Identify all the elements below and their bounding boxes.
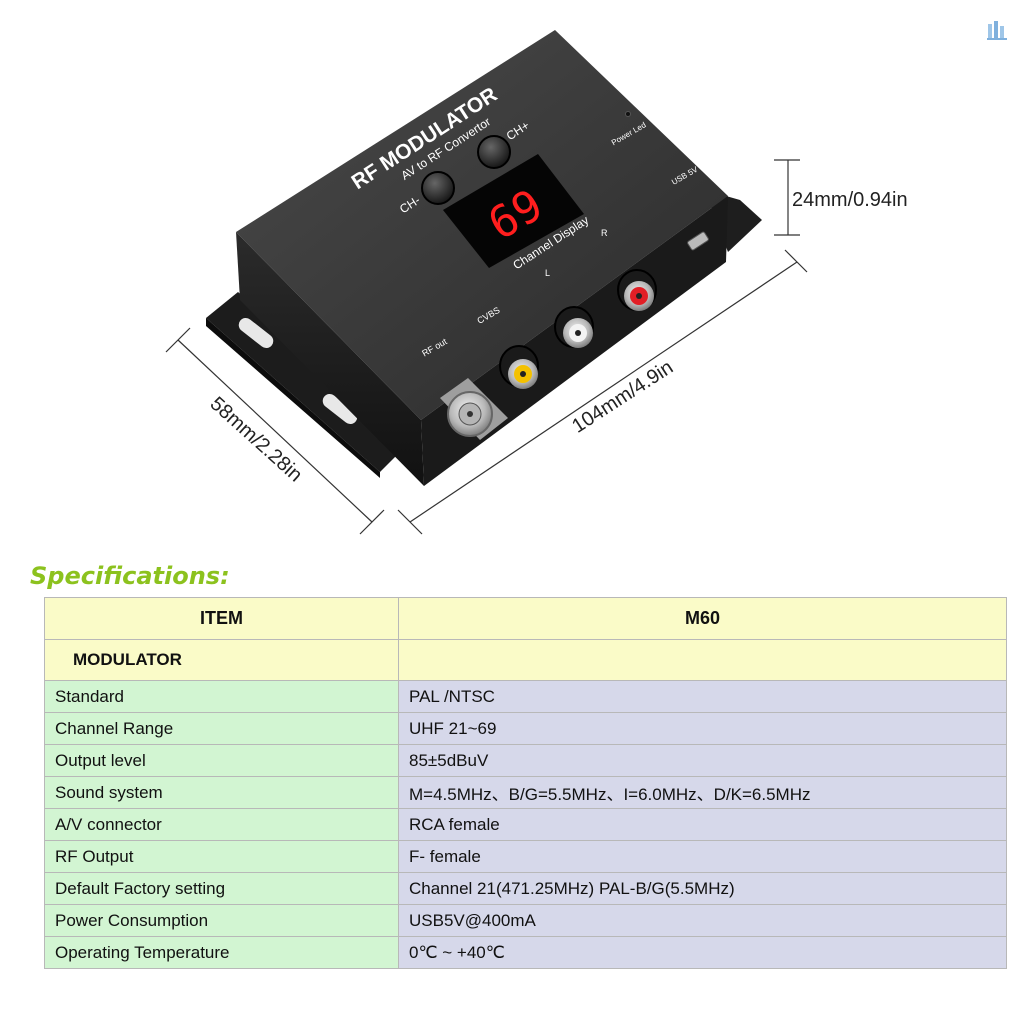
spec-value-cell: 85±5dBuV bbox=[398, 744, 1007, 777]
section-empty-cell bbox=[398, 639, 1007, 681]
spec-item-cell: Power Consumption bbox=[44, 904, 399, 937]
spec-value-cell: PAL /NTSC bbox=[398, 680, 1007, 713]
spec-header-row: ITEM M60 bbox=[44, 597, 1007, 640]
spec-value-cell: RCA female bbox=[398, 808, 1007, 841]
channel-display bbox=[443, 154, 584, 268]
spec-item-cell: Output level bbox=[44, 744, 399, 777]
spec-item-cell: Sound system bbox=[44, 776, 399, 809]
spec-value-cell: Channel 21(471.25MHz) PAL-B/G(5.5MHz) bbox=[398, 872, 1007, 905]
spec-item-cell: Operating Temperature bbox=[44, 936, 399, 969]
port-r-label: R bbox=[601, 228, 608, 238]
rf-out-f-connector[interactable] bbox=[440, 378, 508, 440]
rca-left-connector[interactable] bbox=[554, 306, 594, 348]
watermark-logo-icon bbox=[987, 21, 1007, 40]
usb-port[interactable] bbox=[687, 231, 709, 251]
rca-cvbs-connector[interactable] bbox=[499, 345, 539, 389]
dimension-height bbox=[774, 159, 800, 236]
dimension-width bbox=[165, 327, 385, 535]
col-model-header: M60 bbox=[398, 597, 1007, 640]
spec-item-cell: RF Output bbox=[44, 840, 399, 873]
rca-right-connector[interactable] bbox=[617, 269, 657, 311]
dimension-length-label: 104mm/4.9in bbox=[568, 356, 677, 437]
spec-item-cell: Standard bbox=[44, 680, 399, 713]
spec-value-cell: F- female bbox=[398, 840, 1007, 873]
spec-item-cell: Default Factory setting bbox=[44, 872, 399, 905]
power-led bbox=[625, 111, 631, 117]
spec-value-cell: UHF 21~69 bbox=[398, 712, 1007, 745]
dimension-width-label: 58mm/2.28in bbox=[206, 393, 307, 487]
dimension-length bbox=[397, 249, 808, 535]
spec-value-cell: 0℃ ~ +40℃ bbox=[398, 936, 1007, 969]
ch-plus-button[interactable] bbox=[477, 135, 511, 169]
mounting-flange-left bbox=[206, 292, 412, 478]
spec-value-cell: USB5V@400mA bbox=[398, 904, 1007, 937]
specifications-heading: Specifications: bbox=[30, 562, 230, 590]
ch-minus-button[interactable] bbox=[421, 171, 455, 205]
spec-section-row: MODULATOR bbox=[44, 639, 1007, 681]
product-figure: RF MODULATOR AV to RF Convertor CH- CH+ … bbox=[165, 30, 908, 535]
port-l-label: L bbox=[545, 268, 550, 278]
section-label: MODULATOR bbox=[44, 639, 399, 681]
col-item-header: ITEM bbox=[44, 597, 399, 640]
spec-item-cell: Channel Range bbox=[44, 712, 399, 745]
dimension-height-label: 24mm/0.94in bbox=[792, 189, 908, 211]
spec-value-cell: M=4.5MHz、B/G=5.5MHz、I=6.0MHz、D/K=6.5MHz bbox=[398, 776, 1007, 809]
spec-item-cell: A/V connector bbox=[44, 808, 399, 841]
